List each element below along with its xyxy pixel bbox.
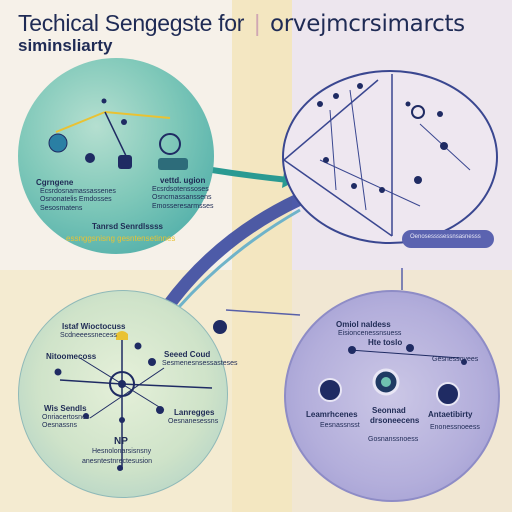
bl-text-mid-left: Onriacertosnes Oesnassns xyxy=(42,414,90,430)
graph-node xyxy=(323,157,329,163)
network-node xyxy=(134,342,142,350)
chart-icon xyxy=(48,133,68,153)
bl-bottom-2: anesntestnrectesusion xyxy=(82,458,153,465)
graph-node xyxy=(317,101,323,107)
bl-sub: Scdneeessnecess xyxy=(60,332,117,339)
tl-label-right: vettd. ugion xyxy=(160,176,206,185)
panel-top-right xyxy=(282,70,498,244)
tr-pill-text: Oenosessssessnsasnesss xyxy=(410,234,481,240)
br-right-label: Gesnessoyees xyxy=(432,356,479,363)
tr-pill: Oenosessssessnsasnesss xyxy=(402,230,494,248)
ring-icon xyxy=(159,133,181,155)
node-icon xyxy=(121,119,127,125)
bl-bottom-1: Hesnolonarsisnsny xyxy=(92,448,152,455)
connector-line-mid xyxy=(225,309,301,316)
connector-arrow-top xyxy=(211,167,289,183)
network-node xyxy=(54,368,62,376)
tl-caption-1: Tanrsd Senrdlssss xyxy=(92,222,163,231)
br-center-label: Hte toslo xyxy=(368,338,403,347)
network-hub-core xyxy=(118,380,126,388)
br-text-3: Enonessnoeess xyxy=(430,424,480,431)
br-sub: Eisioncenessnsuess xyxy=(338,330,402,337)
connector-swoosh xyxy=(162,194,301,310)
panel-bottom-left xyxy=(18,290,228,498)
bl-label-left: Nitoomecoss xyxy=(46,352,97,361)
br-heading: Omiol naldess xyxy=(336,320,391,329)
lightbulb-icon xyxy=(116,331,128,340)
graph-node xyxy=(405,101,411,107)
panel-top-left xyxy=(18,58,214,254)
small-node xyxy=(406,344,414,352)
graph-node xyxy=(357,83,363,89)
tl-label-left: Cgrngene xyxy=(36,178,74,187)
network-node xyxy=(119,417,125,423)
bl-label-right: Seeed Coud xyxy=(164,350,211,359)
bl-label-mid-left: Wis Sendls xyxy=(44,404,87,413)
bl-text-mid-right: Oesnanesessns xyxy=(168,418,219,425)
database-icon xyxy=(118,155,132,169)
tl-text-left: Ecsrdosnamassassenes Osnonatelis Emdosse… xyxy=(40,188,116,212)
page-title: Techical Sengegste for | orvejmcrsimarct… xyxy=(18,10,465,37)
graph-node xyxy=(414,176,422,184)
network-node xyxy=(148,358,156,366)
people-icon xyxy=(158,158,188,170)
small-node xyxy=(461,359,467,365)
network-node xyxy=(117,465,123,471)
target-icon xyxy=(85,153,95,163)
br-label-1: Leamrhcenes xyxy=(306,410,358,419)
br-text-1: Eesnassnsst xyxy=(320,422,360,429)
graph-node xyxy=(351,183,357,189)
graph-node xyxy=(379,187,385,193)
node-icon xyxy=(101,98,107,104)
network-hub xyxy=(109,371,135,397)
connector-swoosh-inner xyxy=(176,208,301,310)
graph-node xyxy=(333,93,339,99)
user-icon xyxy=(318,378,342,402)
br-label-3: Antaetibirty xyxy=(428,410,473,419)
title-line1-b: orvejmcrsimarcts xyxy=(269,11,465,37)
graph-node xyxy=(437,111,443,117)
page-subtitle: siminsliarty xyxy=(18,36,113,55)
title-line1-a: Techical Sengegste for xyxy=(18,10,245,36)
bl-heading: Istaf Wioctocuss xyxy=(62,322,126,331)
title-divider: | xyxy=(254,10,260,36)
network-node xyxy=(83,413,89,419)
graph-node xyxy=(440,142,448,150)
br-label-2: Seonnad xyxy=(372,406,406,415)
br-label-2b: drsoneecens xyxy=(370,416,420,425)
br-text-2: Gosnanssnoess xyxy=(368,436,419,443)
small-node xyxy=(348,346,356,354)
connector-dot-mid xyxy=(213,320,227,334)
search-icon xyxy=(411,105,425,119)
person-icon xyxy=(436,382,460,406)
bl-text-right: Sesmenesnsessasteses xyxy=(162,360,238,367)
tl-text-right: Ecsrdsotenssoses Osncrnassanssens Emosse… xyxy=(152,186,214,210)
network-node xyxy=(156,406,164,414)
tl-caption-2: essnggsnisng gesntensetinnes xyxy=(66,234,176,243)
bl-np: NP xyxy=(114,436,128,447)
bl-label-mid-right: Lanregges xyxy=(174,408,215,417)
